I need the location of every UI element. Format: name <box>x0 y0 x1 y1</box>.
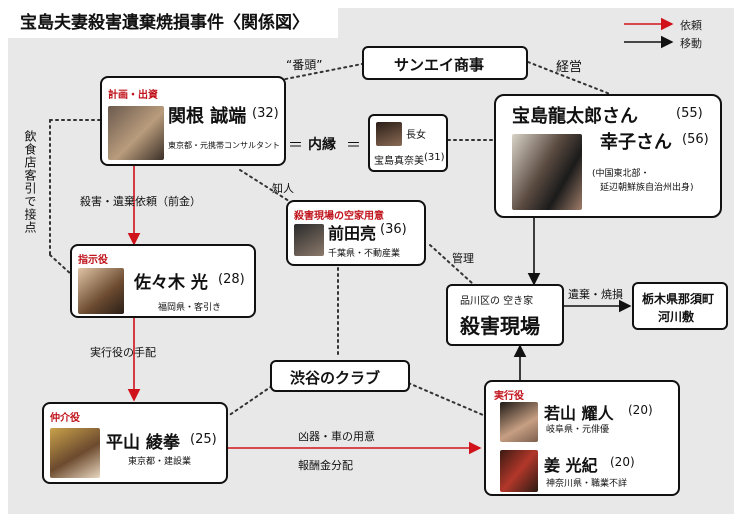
hirayama-name: 平山 綾拳 <box>106 433 180 453</box>
jikko-role: 実行役 <box>494 391 524 402</box>
daughter-role: 長女 <box>406 130 426 141</box>
label-inshoku: 飲食店客引で接点 <box>23 130 37 234</box>
daughter-node: 長女 宝島真奈美 (31) <box>368 114 448 172</box>
maeda-sub: 千葉県・不動産業 <box>328 249 401 259</box>
victims-name-2: 幸子さん <box>600 132 672 153</box>
sekine-photo <box>108 106 164 160</box>
sasaki-role: 指示役 <box>78 255 108 266</box>
hirayama-node: 仲介役 平山 綾拳 (25) 東京都・建設業 <box>42 402 228 484</box>
label-kyoki: 凶器・車の用意 <box>298 430 375 443</box>
wakayama-sub: 岐阜県・元俳優 <box>546 425 610 435</box>
club-node: 渋谷のクラブ <box>270 360 410 392</box>
link-sasaki-joint <box>49 254 73 276</box>
label-keiei: 経営 <box>556 60 583 75</box>
link-sanei-victims <box>527 61 611 95</box>
sanei-node: サンエイ商事 <box>362 46 528 80</box>
kyo-photo <box>500 450 538 492</box>
hirayama-age: (25) <box>190 432 217 447</box>
daughter-name: 宝島真奈美 <box>374 156 424 167</box>
link-maeda-scene <box>429 244 473 284</box>
tochigi-node: 栃木県那須町 河川敷 <box>632 282 728 330</box>
tochigi-line-1: 栃木県那須町 <box>642 292 715 306</box>
hirayama-role: 仲介役 <box>50 413 80 424</box>
wakayama-age: (20) <box>628 403 653 417</box>
daughter-age: (31) <box>424 152 445 163</box>
club-name: 渋谷のクラブ <box>290 369 381 387</box>
legend-request-label: 依頼 <box>680 19 702 32</box>
tochigi-line-2: 河川敷 <box>658 310 695 324</box>
maeda-age: (36) <box>380 222 407 237</box>
label-jikko-tehai: 実行役の手配 <box>90 346 156 359</box>
kyo-sub: 神奈川県・職業不詳 <box>546 479 628 489</box>
naien-eq-right: ＝ <box>346 136 362 154</box>
maeda-role: 殺害現場の空家用意 <box>294 211 384 222</box>
legend-move-label: 移動 <box>680 37 702 50</box>
label-satsugai-irai: 殺害・遺棄依頼（前金） <box>80 195 201 208</box>
sekine-name: 関根 誠端 <box>168 106 247 127</box>
victims-origin-1: (中国東北部・ <box>592 169 650 179</box>
maeda-name: 前田亮 <box>328 224 377 243</box>
sasaki-node: 指示役 佐々木 光 (28) 福岡県・客引き <box>70 244 256 318</box>
sekine-role: 計画・出資 <box>108 90 158 101</box>
sekine-age: (32) <box>252 106 279 121</box>
label-iki-shoson: 遺棄・焼損 <box>568 288 623 301</box>
scene-sub: 品川区の 空き家 <box>460 296 534 307</box>
daughter-photo <box>376 122 402 146</box>
sasaki-sub: 福岡県・客引き <box>158 303 222 313</box>
victims-age-1: (55) <box>676 106 703 121</box>
wakayama-photo <box>500 402 538 442</box>
jikko-node: 実行役 若山 耀人 (20) 岐阜県・元俳優 姜 光紀 (20) 神奈川県・職業… <box>484 380 680 496</box>
label-bantou: “番頭” <box>286 58 323 72</box>
sekine-sub: 東京都・元携帯コンサルタント <box>168 141 280 150</box>
naien-label: 内縁 <box>308 137 336 153</box>
kyo-age: (20) <box>610 455 635 469</box>
wakayama-name: 若山 耀人 <box>544 404 614 423</box>
sasaki-age: (28) <box>218 272 245 287</box>
maeda-node: 殺害現場の空家用意 前田亮 (36) 千葉県・不動産業 <box>286 200 426 266</box>
sasaki-name: 佐々木 光 <box>134 273 208 293</box>
diagram-title: 宝島夫妻殺害遺棄焼損事件〈関係図〉 <box>8 8 338 38</box>
naien-eq-left: ＝ <box>288 136 304 154</box>
sanei-name: サンエイ商事 <box>394 56 485 74</box>
sasaki-photo <box>78 268 124 314</box>
link-club-hirayama <box>227 385 273 417</box>
victims-origin-2: 延辺朝鮮族自治州出身) <box>600 183 694 193</box>
label-chijin: 知人 <box>272 182 294 195</box>
label-houshu: 報酬金分配 <box>298 459 353 472</box>
sekine-node: 計画・出資 関根 誠端 (32) 東京都・元携帯コンサルタント <box>100 76 286 166</box>
hirayama-photo <box>50 428 100 478</box>
maeda-photo <box>294 224 324 256</box>
scene-node: 品川区の 空き家 殺害現場 <box>446 284 564 346</box>
label-kanri: 管理 <box>452 252 474 265</box>
hirayama-sub: 東京都・建設業 <box>128 457 192 467</box>
victims-name-1: 宝島龍太郎さん <box>512 106 638 127</box>
victims-age-2: (56) <box>682 132 709 147</box>
victims-photo <box>512 134 582 210</box>
scene-name: 殺害現場 <box>460 314 540 338</box>
victims-node: 宝島龍太郎さん (55) 幸子さん (56) (中国東北部・ 延辺朝鮮族自治州出… <box>494 94 722 218</box>
kyo-name: 姜 光紀 <box>544 456 598 475</box>
